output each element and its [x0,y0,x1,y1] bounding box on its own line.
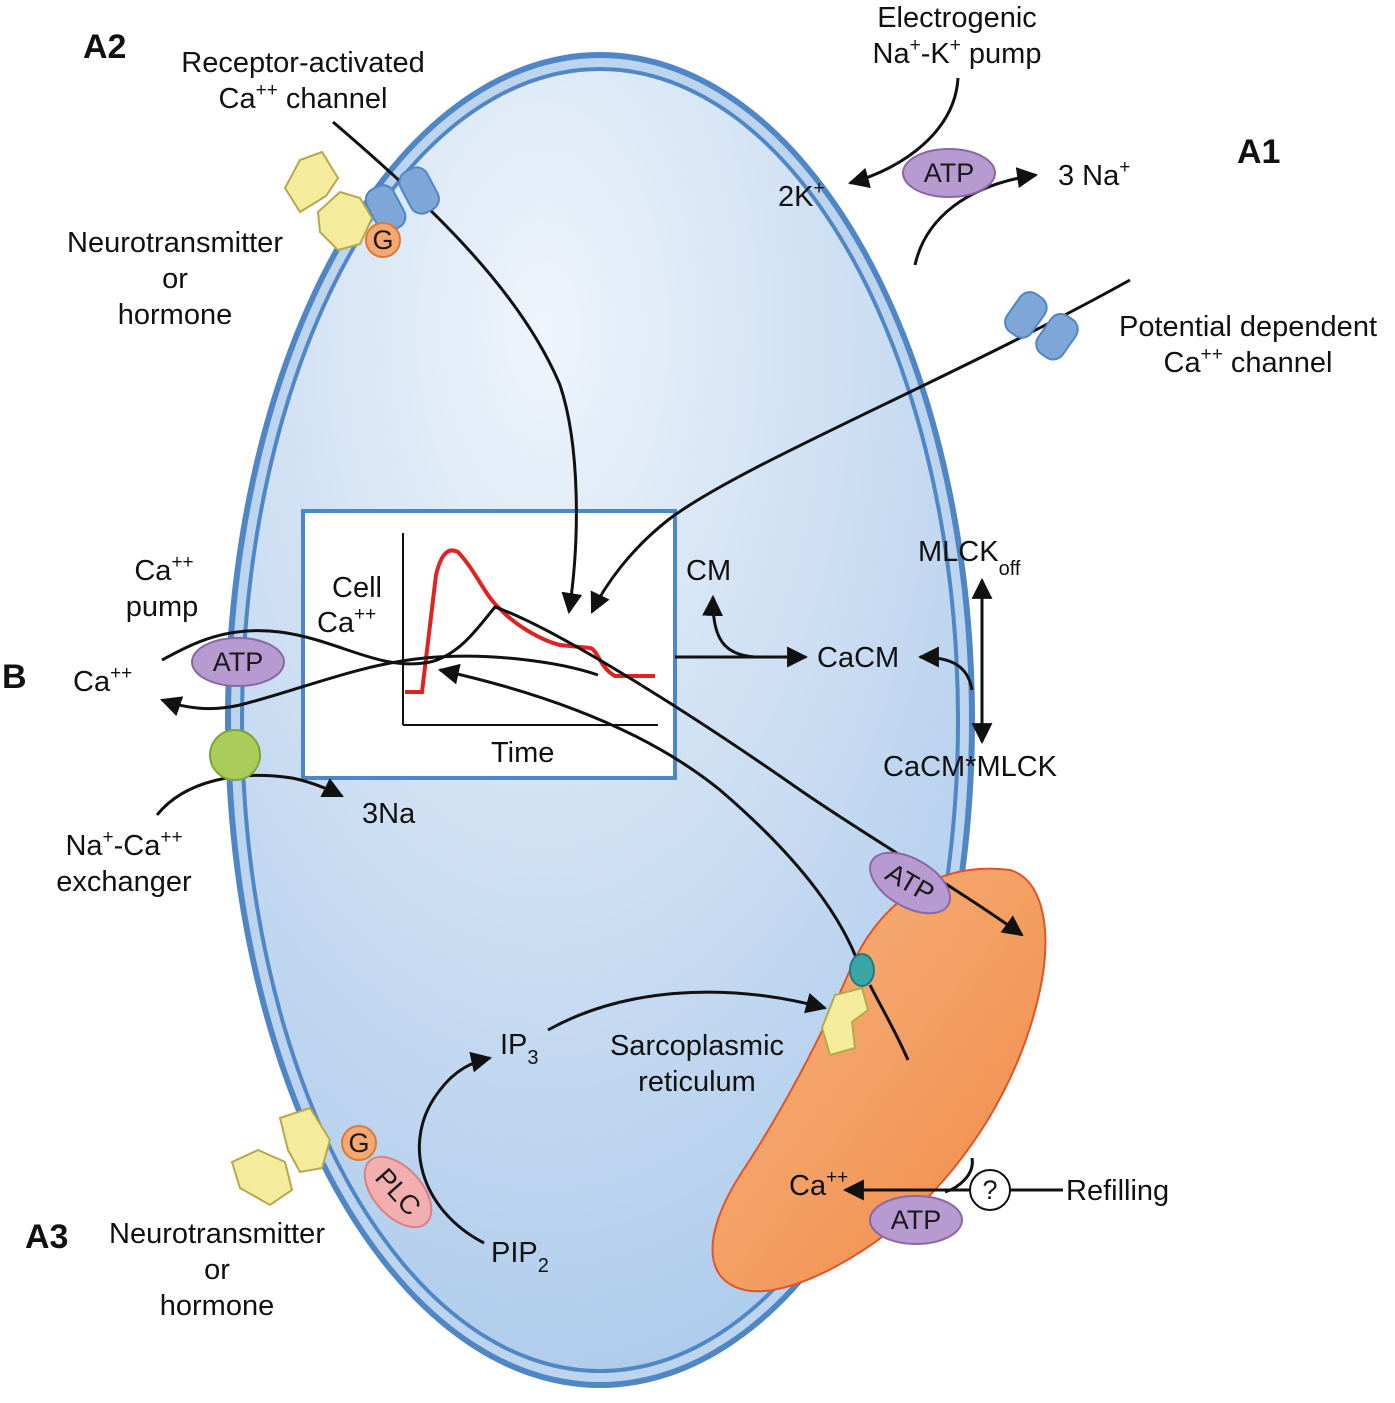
ca-pump-label: Ca++ pump [126,552,199,623]
cm-branch-arrow [702,594,756,659]
cacm-mlck-label: CaCM*MLCK [883,751,1058,783]
svg-text:Sarcoplasmic: Sarcoplasmic [610,1030,784,1062]
panel-label-a3: A3 [25,1218,68,1256]
potential-channel-label: Potential dependent Ca++ channel [1119,311,1377,379]
receptor-ligand-bottom-icon [230,1106,332,1207]
svg-text:hormone: hormone [160,1290,274,1322]
svg-text:hormone: hormone [118,299,232,331]
svg-text:Receptor-activated: Receptor-activated [181,47,424,79]
g-protein-bottom-icon: G [341,1125,377,1161]
svg-text:Ca++ channel: Ca++ channel [219,80,388,115]
panel-label-a1: A1 [1237,133,1280,171]
ip3-arrow [417,1051,493,1245]
receptor-activated-channel-icon [364,166,440,233]
svg-text:reticulum: reticulum [638,1066,756,1098]
svg-text:Potential dependent: Potential dependent [1119,311,1377,343]
pip2-label: PIP2 [491,1237,549,1277]
inset-frame [301,509,677,780]
sr-uptake-arrow [161,605,1024,937]
panel-label-a2: A2 [83,28,126,66]
receptor-ligand-top-icon [283,150,374,252]
ca-sr-label: Ca++ [789,1167,848,1202]
svg-text:Na+-Ca++: Na+-Ca++ [65,827,182,862]
potential-channel-icon [1004,291,1079,361]
sr-label: Sarcoplasmic reticulum [610,1030,784,1098]
svg-text:or: or [162,263,188,295]
na-k-pump-k-arrow [847,77,960,189]
refilling-question-icon: ? [969,1169,1011,1211]
svg-text:Neurotransmitter: Neurotransmitter [109,1218,325,1250]
receptor-channel-label: Receptor-activated Ca++ channel [181,47,424,115]
svg-text:pump: pump [126,591,199,623]
atp-sr-bottom-badge: ATP [869,1195,963,1245]
inset-xlabel: Time [491,737,554,769]
svg-text:G: G [372,225,393,255]
inset-ylabel-line1: Cell [332,572,382,604]
g-protein-top-icon: G [365,222,401,258]
refilling-label: Refilling [1066,1175,1169,1207]
svg-text:or: or [204,1254,230,1286]
cacm-label: CaCM [817,642,899,674]
svg-text:Ca++: Ca++ [134,552,193,587]
exchanger-arrow [155,773,344,816]
atp-ca-pump-badge: ATP [191,637,285,687]
exchanger-label: Na+-Ca++ exchanger [56,827,192,898]
svg-text:exchanger: exchanger [56,866,192,898]
mlck-off-label: MLCKoff [918,536,1021,580]
atp-na-k-pump-badge: ATP [902,148,996,198]
ca-pump-efflux-arrow [160,654,599,717]
na-k-pump-label: Electrogenic Na+-K+ pump [873,2,1042,70]
sr-receptor-icon [820,953,875,1057]
na-k-pump-na-arrow [913,167,1039,266]
svg-text:ATP: ATP [891,1205,942,1235]
neurotransmitter-bottom-label: Neurotransmitter or hormone [109,1218,325,1322]
cm-label: CM [686,555,731,587]
na-out-label: 3 Na+ [1058,157,1130,192]
svg-text:Electrogenic: Electrogenic [877,2,1037,34]
ca-out-label: Ca++ [73,663,132,698]
inset-ylabel-line2: Ca++ [317,604,376,639]
svg-text:G: G [348,1128,369,1158]
svg-text:?: ? [982,1175,997,1205]
sr-release-tail [868,984,910,1061]
ip3-to-receptor-arrow [547,990,828,1032]
panel-label-b: B [2,658,27,696]
exchanger-icon [209,729,261,781]
neurotransmitter-top-label: Neurotransmitter or hormone [67,227,283,331]
calcium-transient-inset: Cell Ca++ Time [301,509,677,780]
potential-channel-influx-arrow [590,278,1131,614]
na3-label: 3Na [362,798,416,830]
svg-text:ATP: ATP [924,158,975,188]
ip3-label: IP3 [500,1029,539,1069]
cacm-from-mlck-arrow [917,646,974,691]
k-out-label: 2K+ [778,178,825,213]
sr-release-arrow [437,663,862,969]
svg-text:Na+-K+ pump: Na+-K+ pump [873,35,1042,70]
svg-text:ATP: ATP [213,647,264,677]
svg-text:Neurotransmitter: Neurotransmitter [67,227,283,259]
svg-text:Ca++ channel: Ca++ channel [1164,344,1333,379]
atp-sr-top-badge: ATP [869,851,951,915]
sr-pump-curve [944,1157,974,1194]
